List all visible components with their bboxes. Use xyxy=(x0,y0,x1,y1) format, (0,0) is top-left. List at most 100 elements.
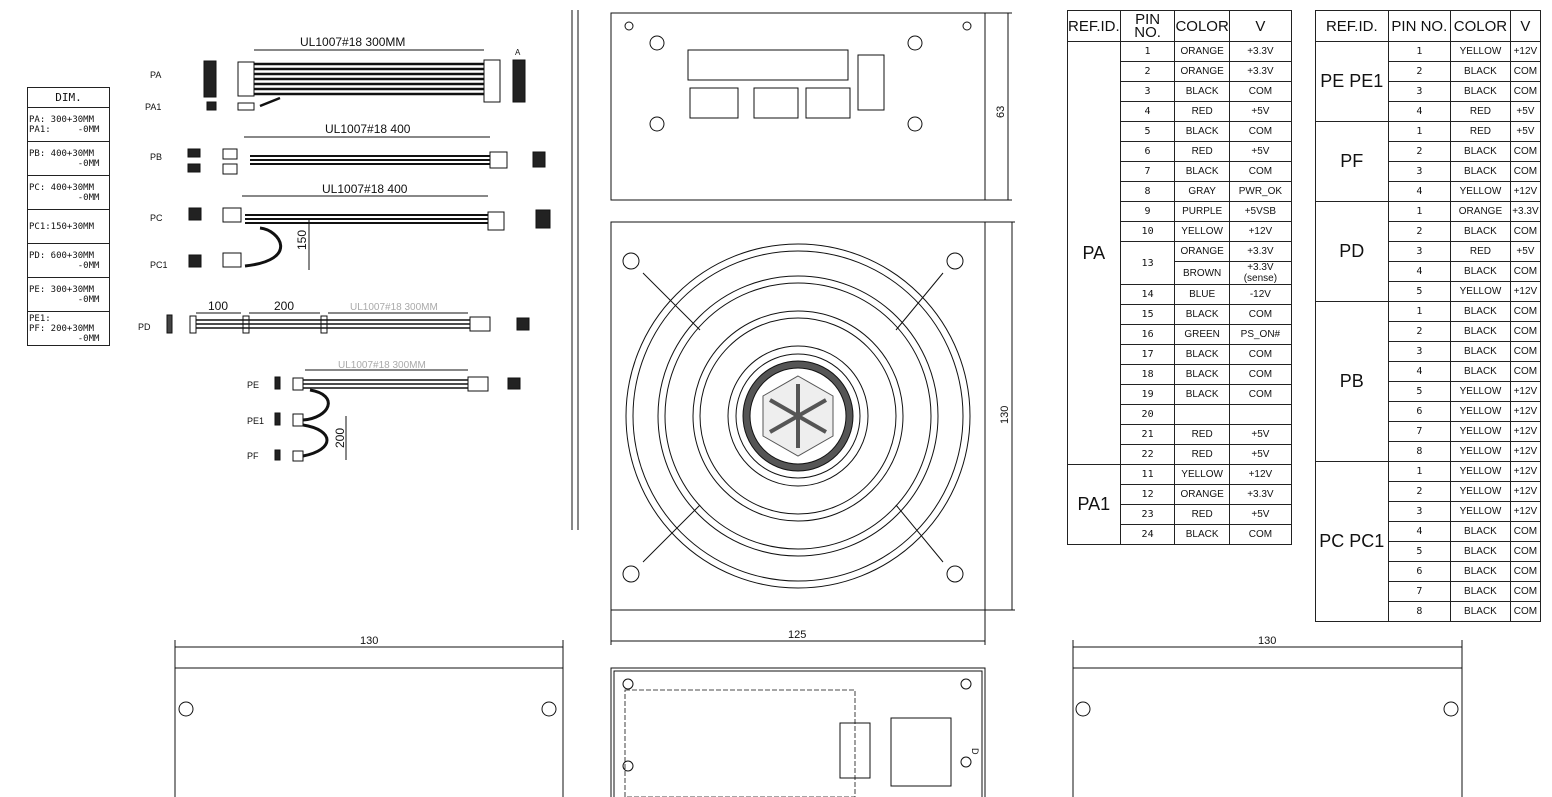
ref-id-cell: PC PC1 xyxy=(1315,461,1389,622)
pin-cell: 4 xyxy=(1387,521,1452,542)
voltage-cell: +5V xyxy=(1228,424,1293,445)
cable-length-pa: UL1007#18 300MM xyxy=(300,35,405,49)
cable-length-pd: UL1007#18 300MM xyxy=(350,302,438,313)
pin-cell: 17 xyxy=(1119,344,1176,365)
pin-cell: 3 xyxy=(1387,341,1452,362)
color-cell: YELLOW xyxy=(1450,281,1511,302)
header-ref-id: REF.ID. xyxy=(1315,10,1389,42)
voltage-cell: COM xyxy=(1228,364,1293,385)
header-pin-no: PIN NO. xyxy=(1119,10,1176,42)
header-voltage: V xyxy=(1509,10,1542,42)
dim-text: PE: 300+30MM xyxy=(29,284,95,295)
voltage-cell xyxy=(1228,404,1293,425)
ac-inlet-icon xyxy=(890,717,952,787)
voltage-cell: COM xyxy=(1228,81,1293,102)
dim-label-130: 130 xyxy=(999,406,1011,424)
color-cell: ORANGE xyxy=(1174,241,1230,262)
color-cell: BLACK xyxy=(1450,261,1511,282)
segment-length-100: 100 xyxy=(208,299,228,313)
color-cell: BLACK xyxy=(1450,141,1511,162)
voltage-cell: COM xyxy=(1509,561,1542,582)
pin-cell: 19 xyxy=(1119,384,1176,405)
color-cell: BLACK xyxy=(1174,344,1230,365)
header-color: COLOR xyxy=(1174,10,1230,42)
pin-cell: 8 xyxy=(1387,601,1452,622)
pin-cell: 2 xyxy=(1387,321,1452,342)
color-cell: BLACK xyxy=(1450,561,1511,582)
color-cell: BLACK xyxy=(1450,161,1511,182)
dim-text: PD: 600+30MM xyxy=(29,250,95,261)
dim-row-pd: PD: 600+30MM -0MM xyxy=(28,244,109,278)
pin-cell: 1 xyxy=(1387,201,1452,222)
cable-label-pe1: PE1 xyxy=(247,416,264,426)
color-cell: BLACK xyxy=(1174,121,1230,142)
pin-cell: 15 xyxy=(1119,304,1176,325)
color-cell: GREEN xyxy=(1174,324,1230,345)
color-cell: BLACK xyxy=(1450,321,1511,342)
dim-text: -0MM xyxy=(29,158,100,169)
color-cell: BLACK xyxy=(1450,361,1511,382)
psu-fan-view: 130 125 xyxy=(610,221,1015,645)
color-cell: YELLOW xyxy=(1450,421,1511,442)
pin-cell: 3 xyxy=(1387,81,1452,102)
pin-cell: 2 xyxy=(1387,61,1452,82)
cable-label-pc: PC xyxy=(150,213,163,223)
dim-row-pe: PE: 300+30MM -0MM xyxy=(28,278,109,312)
cable-length-pb: UL1007#18 400 xyxy=(325,122,411,136)
voltage-cell: +12V xyxy=(1228,221,1293,242)
color-cell: BLACK xyxy=(1174,161,1230,182)
color-cell: YELLOW xyxy=(1174,464,1230,485)
ref-id-cell: PF xyxy=(1315,121,1389,202)
voltage-cell: +5V xyxy=(1228,444,1293,465)
voltage-cell: +5V xyxy=(1509,241,1542,262)
dim-text: -0MM xyxy=(29,294,100,305)
dim-row-pb: PB: 400+30MM -0MM xyxy=(28,142,109,176)
psu-top-view: 63 xyxy=(610,12,1012,201)
color-cell: YELLOW xyxy=(1450,381,1511,402)
dim-text: -0MM xyxy=(29,192,100,203)
color-cell: BLACK xyxy=(1450,61,1511,82)
voltage-cell: COM xyxy=(1228,384,1293,405)
cable-length-pe: UL1007#18 300MM xyxy=(338,360,426,371)
pin-cell: 4 xyxy=(1387,361,1452,382)
color-cell: BLACK xyxy=(1174,364,1230,385)
panel-mark: D xyxy=(970,748,980,755)
psu-side-view-left: 130 xyxy=(174,635,564,797)
voltage-cell: +12V xyxy=(1509,381,1542,402)
header-voltage: V xyxy=(1228,10,1293,42)
pin-cell: 7 xyxy=(1119,161,1176,182)
connector-pinout-icon xyxy=(512,59,526,103)
vent-hex-grid xyxy=(624,689,856,797)
color-cell: BLACK xyxy=(1174,384,1230,405)
ref-id-cell: PA1 xyxy=(1067,464,1121,545)
cable-pc: PC PC1 UL1007#18 400 150 xyxy=(150,182,551,270)
psu-side-view-right: 130 xyxy=(1072,635,1463,797)
voltage-cell: COM xyxy=(1509,81,1542,102)
ref-id-cell: PE PE1 xyxy=(1315,41,1389,122)
voltage-cell: -12V xyxy=(1228,284,1293,305)
voltage-cell: +12V xyxy=(1509,401,1542,422)
connector-mark: A xyxy=(515,48,521,57)
pin-cell: 1 xyxy=(1387,41,1452,62)
voltage-cell: +12V xyxy=(1509,481,1542,502)
dim-label-63: 63 xyxy=(995,106,1007,118)
dim-text: PA1: -0MM xyxy=(29,124,100,135)
pin-cell: 3 xyxy=(1119,81,1176,102)
ref-id-cell: PA xyxy=(1067,41,1121,465)
cable-label-pf: PF xyxy=(247,451,259,461)
color-cell: BLACK xyxy=(1450,221,1511,242)
pin-cell: 6 xyxy=(1387,561,1452,582)
pin-cell: 6 xyxy=(1387,401,1452,422)
pin-cell: 5 xyxy=(1387,281,1452,302)
pin-cell: 3 xyxy=(1387,241,1452,262)
